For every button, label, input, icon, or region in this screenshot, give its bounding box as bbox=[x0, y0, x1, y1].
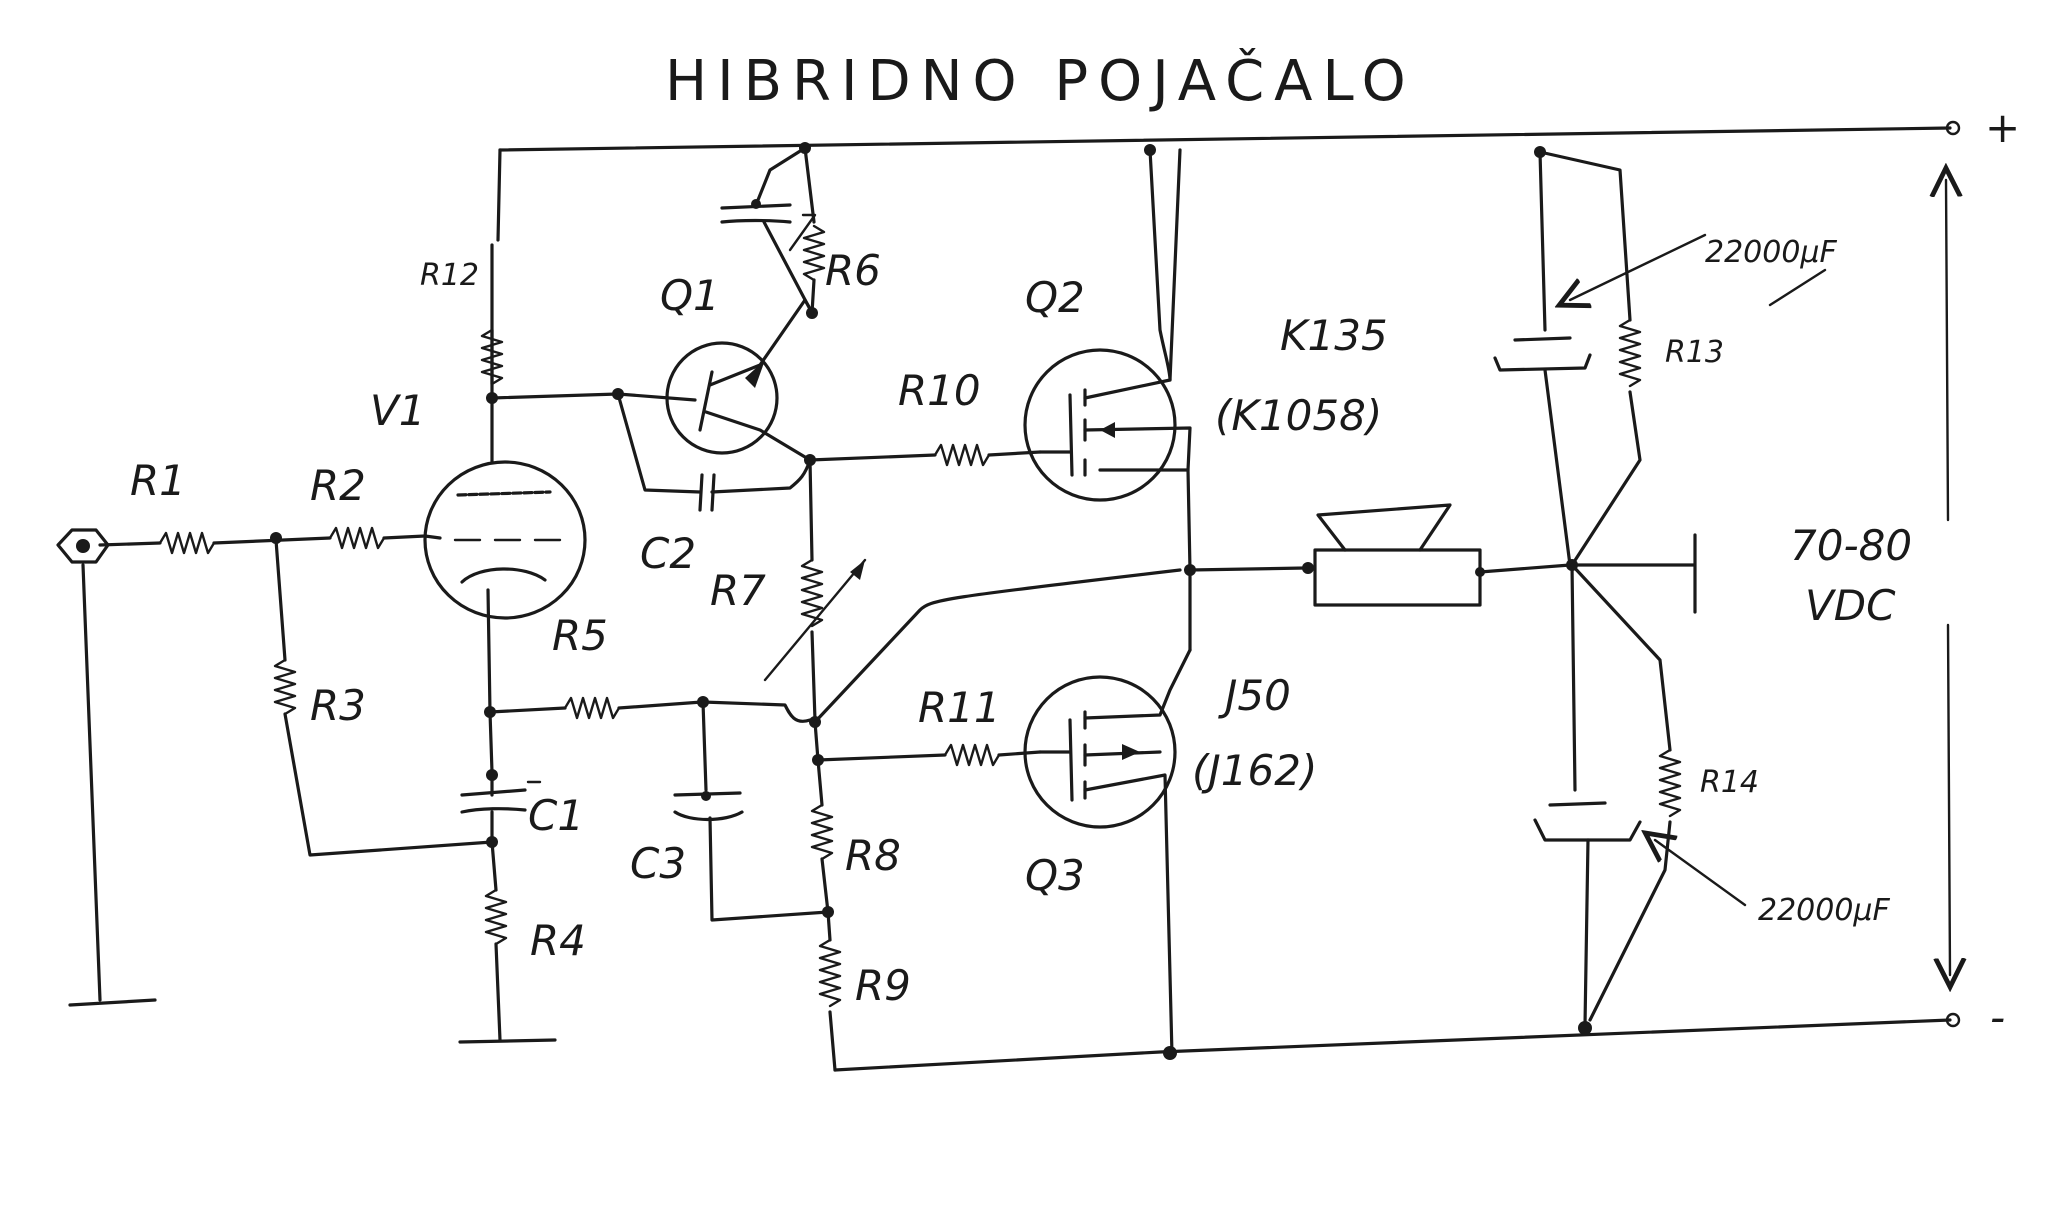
label-r13: R13 bbox=[1665, 335, 1724, 370]
resistor-r2 bbox=[328, 526, 386, 550]
label-r7: R7 bbox=[710, 566, 766, 615]
label-r6: R6 bbox=[825, 246, 881, 295]
resistor-r6 bbox=[802, 224, 826, 282]
resistor-r8 bbox=[810, 803, 834, 861]
label-voltage: 70-80 bbox=[1790, 521, 1912, 570]
resistor-r10 bbox=[933, 443, 991, 467]
positive-terminal bbox=[1945, 120, 1961, 136]
resistor-r7 bbox=[800, 558, 824, 628]
resistor-r11 bbox=[943, 743, 1001, 767]
label-q3-alt: (J162) bbox=[1192, 746, 1317, 795]
label-q3: Q3 bbox=[1025, 851, 1085, 900]
label-q2-part: K135 bbox=[1280, 311, 1388, 360]
label-q3-part: J50 bbox=[1218, 671, 1291, 720]
tube-v1 bbox=[423, 460, 587, 620]
label-r5: R5 bbox=[552, 611, 608, 660]
tube-ground-symbol bbox=[458, 1038, 557, 1044]
transistor-q1 bbox=[665, 298, 812, 462]
label-c3: C3 bbox=[630, 839, 686, 888]
label-r1: R1 bbox=[130, 456, 186, 505]
label-r8: R8 bbox=[845, 831, 901, 880]
resistor-r5 bbox=[563, 696, 621, 720]
positive-rail bbox=[498, 126, 1952, 152]
loudspeaker bbox=[1313, 503, 1482, 607]
resistor-r3 bbox=[273, 658, 297, 716]
label-c2: C2 bbox=[640, 529, 696, 578]
label-v1: V1 bbox=[370, 386, 425, 435]
negative-terminal bbox=[1945, 1012, 1961, 1028]
label-c1: C1 bbox=[528, 791, 584, 840]
capacitor-22000uf-top bbox=[1493, 336, 1592, 372]
capacitor-22000uf-bottom bbox=[1533, 801, 1642, 842]
resistor-r9 bbox=[818, 938, 842, 1008]
label-plus: + bbox=[1985, 103, 2020, 152]
label-r9: R9 bbox=[855, 961, 911, 1010]
label-q1: Q1 bbox=[660, 271, 720, 320]
label-r14: R14 bbox=[1700, 765, 1759, 800]
label-r3: R3 bbox=[310, 681, 366, 730]
label-r10: R10 bbox=[898, 366, 981, 415]
label-r4: R4 bbox=[530, 916, 586, 965]
mosfet-q2 bbox=[1023, 148, 1192, 502]
label-cap-top: 22000μF bbox=[1705, 235, 1838, 270]
label-cap-bottom: 22000μF bbox=[1758, 893, 1891, 928]
input-ground-symbol bbox=[68, 998, 157, 1007]
label-r11: R11 bbox=[918, 683, 1001, 732]
diagram-title: HIBRIDNO POJAČALO bbox=[665, 49, 1416, 114]
label-minus: - bbox=[1990, 993, 2005, 1042]
label-r12: R12 bbox=[420, 258, 479, 293]
label-voltage-unit: VDC bbox=[1805, 581, 1896, 630]
resistor-r14 bbox=[1658, 748, 1682, 818]
label-q2: Q2 bbox=[1025, 273, 1085, 322]
junction-node bbox=[270, 532, 282, 544]
resistor-r4 bbox=[484, 888, 508, 946]
ground-rail bbox=[833, 1018, 1952, 1072]
resistor-r1 bbox=[158, 531, 216, 555]
mosfet-q3 bbox=[1023, 648, 1192, 1057]
label-q2-alt: (K1058) bbox=[1215, 391, 1382, 440]
label-r2: R2 bbox=[310, 461, 366, 510]
resistor-r13 bbox=[1618, 318, 1642, 388]
